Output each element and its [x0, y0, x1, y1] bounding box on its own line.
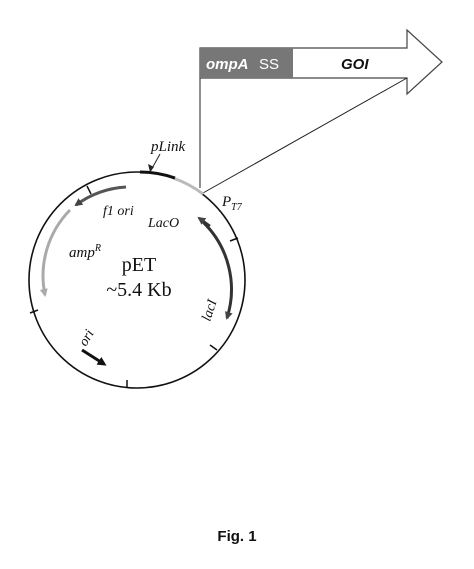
laco-label: LacO — [147, 216, 179, 231]
tick-mark — [209, 344, 218, 351]
f1-ori-label: f1 ori — [103, 204, 134, 219]
figure-caption: Fig. 1 — [217, 528, 256, 545]
tick-mark — [229, 237, 239, 242]
plasmid-name: pET — [122, 254, 156, 276]
amp-superscript: R — [94, 243, 101, 254]
plink-label: pLink — [150, 139, 186, 155]
promoter-subscript: T7 — [231, 202, 243, 213]
plasmid-ticks — [29, 185, 239, 388]
laci-label: lacI — [200, 297, 221, 324]
laci-arrow — [201, 220, 233, 320]
insert-construct: ompA SS GOI — [199, 28, 443, 96]
f1-ori-arrow — [74, 185, 127, 207]
promoter-label: PT7 — [221, 194, 243, 213]
plasmid-size: ~5.4 Kb — [106, 279, 171, 301]
signal-sequence-box — [200, 48, 293, 78]
amp-base: amp — [69, 245, 95, 261]
ori-label: ori — [76, 327, 97, 349]
signal-suffix-label: SS — [259, 56, 279, 73]
promoter-base: P — [221, 194, 231, 210]
amp-resistance-arrow — [39, 208, 72, 297]
signal-gene-label: ompA — [206, 56, 249, 73]
plasmid-circle — [28, 171, 246, 389]
tick-mark — [86, 185, 92, 195]
plink-pointer-head — [148, 164, 154, 172]
laco-segment — [172, 176, 204, 196]
promoter-arrow — [197, 216, 211, 228]
amp-label: ampR — [69, 243, 101, 261]
ori-arrow — [81, 348, 107, 366]
tick-mark — [29, 309, 39, 314]
plink-segment — [139, 170, 176, 180]
goi-label: GOI — [341, 56, 369, 73]
zoom-line-right — [202, 77, 408, 194]
